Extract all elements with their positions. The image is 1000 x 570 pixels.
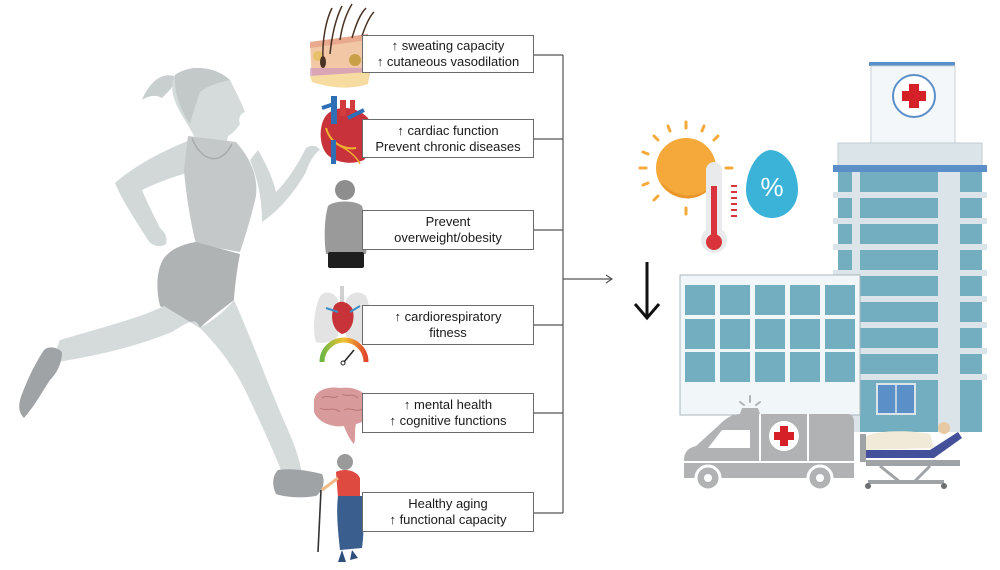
benefit-box-cardiorespiratory: ↑ cardiorespiratory fitness bbox=[362, 305, 534, 345]
benefit-box-sweating: ↑ sweating capacity ↑ cutaneous vasodila… bbox=[362, 35, 534, 73]
ambulance-icon bbox=[684, 395, 854, 492]
hospital-wing-icon bbox=[679, 274, 861, 416]
benefit-line: ↑ sweating capacity bbox=[391, 38, 505, 53]
benefit-line: ↑ mental health bbox=[403, 397, 493, 412]
humidity-percent-label: % bbox=[760, 172, 783, 202]
benefit-line: ↑ cutaneous vasodilation bbox=[376, 54, 520, 69]
benefit-line: Healthy aging bbox=[408, 496, 488, 511]
thermometer-icon bbox=[701, 162, 737, 253]
benefit-line: ↑ functional capacity bbox=[389, 512, 507, 527]
elderly-woman-cane-icon bbox=[317, 454, 364, 562]
overweight-person-icon bbox=[324, 180, 367, 268]
benefit-box-cardiac: ↑ cardiac function Prevent chronic disea… bbox=[362, 119, 534, 158]
benefit-box-mental: ↑ mental health ↑ cognitive functions bbox=[362, 393, 534, 433]
decrease-arrow-icon bbox=[633, 262, 661, 321]
benefit-line: fitness bbox=[429, 325, 467, 340]
hospital-icon bbox=[833, 62, 987, 432]
sun-icon bbox=[638, 120, 734, 216]
benefit-box-aging: Healthy aging ↑ functional capacity bbox=[362, 492, 534, 532]
benefit-line: ↑ cognitive functions bbox=[389, 413, 507, 428]
benefit-line: overweight/obesity bbox=[394, 230, 502, 245]
benefit-line: Prevent bbox=[425, 214, 471, 229]
benefit-box-obesity: Prevent overweight/obesity bbox=[362, 210, 534, 250]
hospital-bed-patient-icon bbox=[860, 422, 962, 489]
heart-icon bbox=[320, 96, 372, 165]
benefit-line: ↑ cardiac function bbox=[397, 122, 499, 138]
humidity-drop-icon: % bbox=[746, 150, 798, 218]
skin-layers-icon bbox=[310, 3, 375, 88]
benefit-line: ↑ cardiorespiratory bbox=[394, 309, 502, 324]
benefit-line: Prevent chronic diseases bbox=[375, 138, 521, 154]
runner-icon bbox=[19, 67, 324, 498]
